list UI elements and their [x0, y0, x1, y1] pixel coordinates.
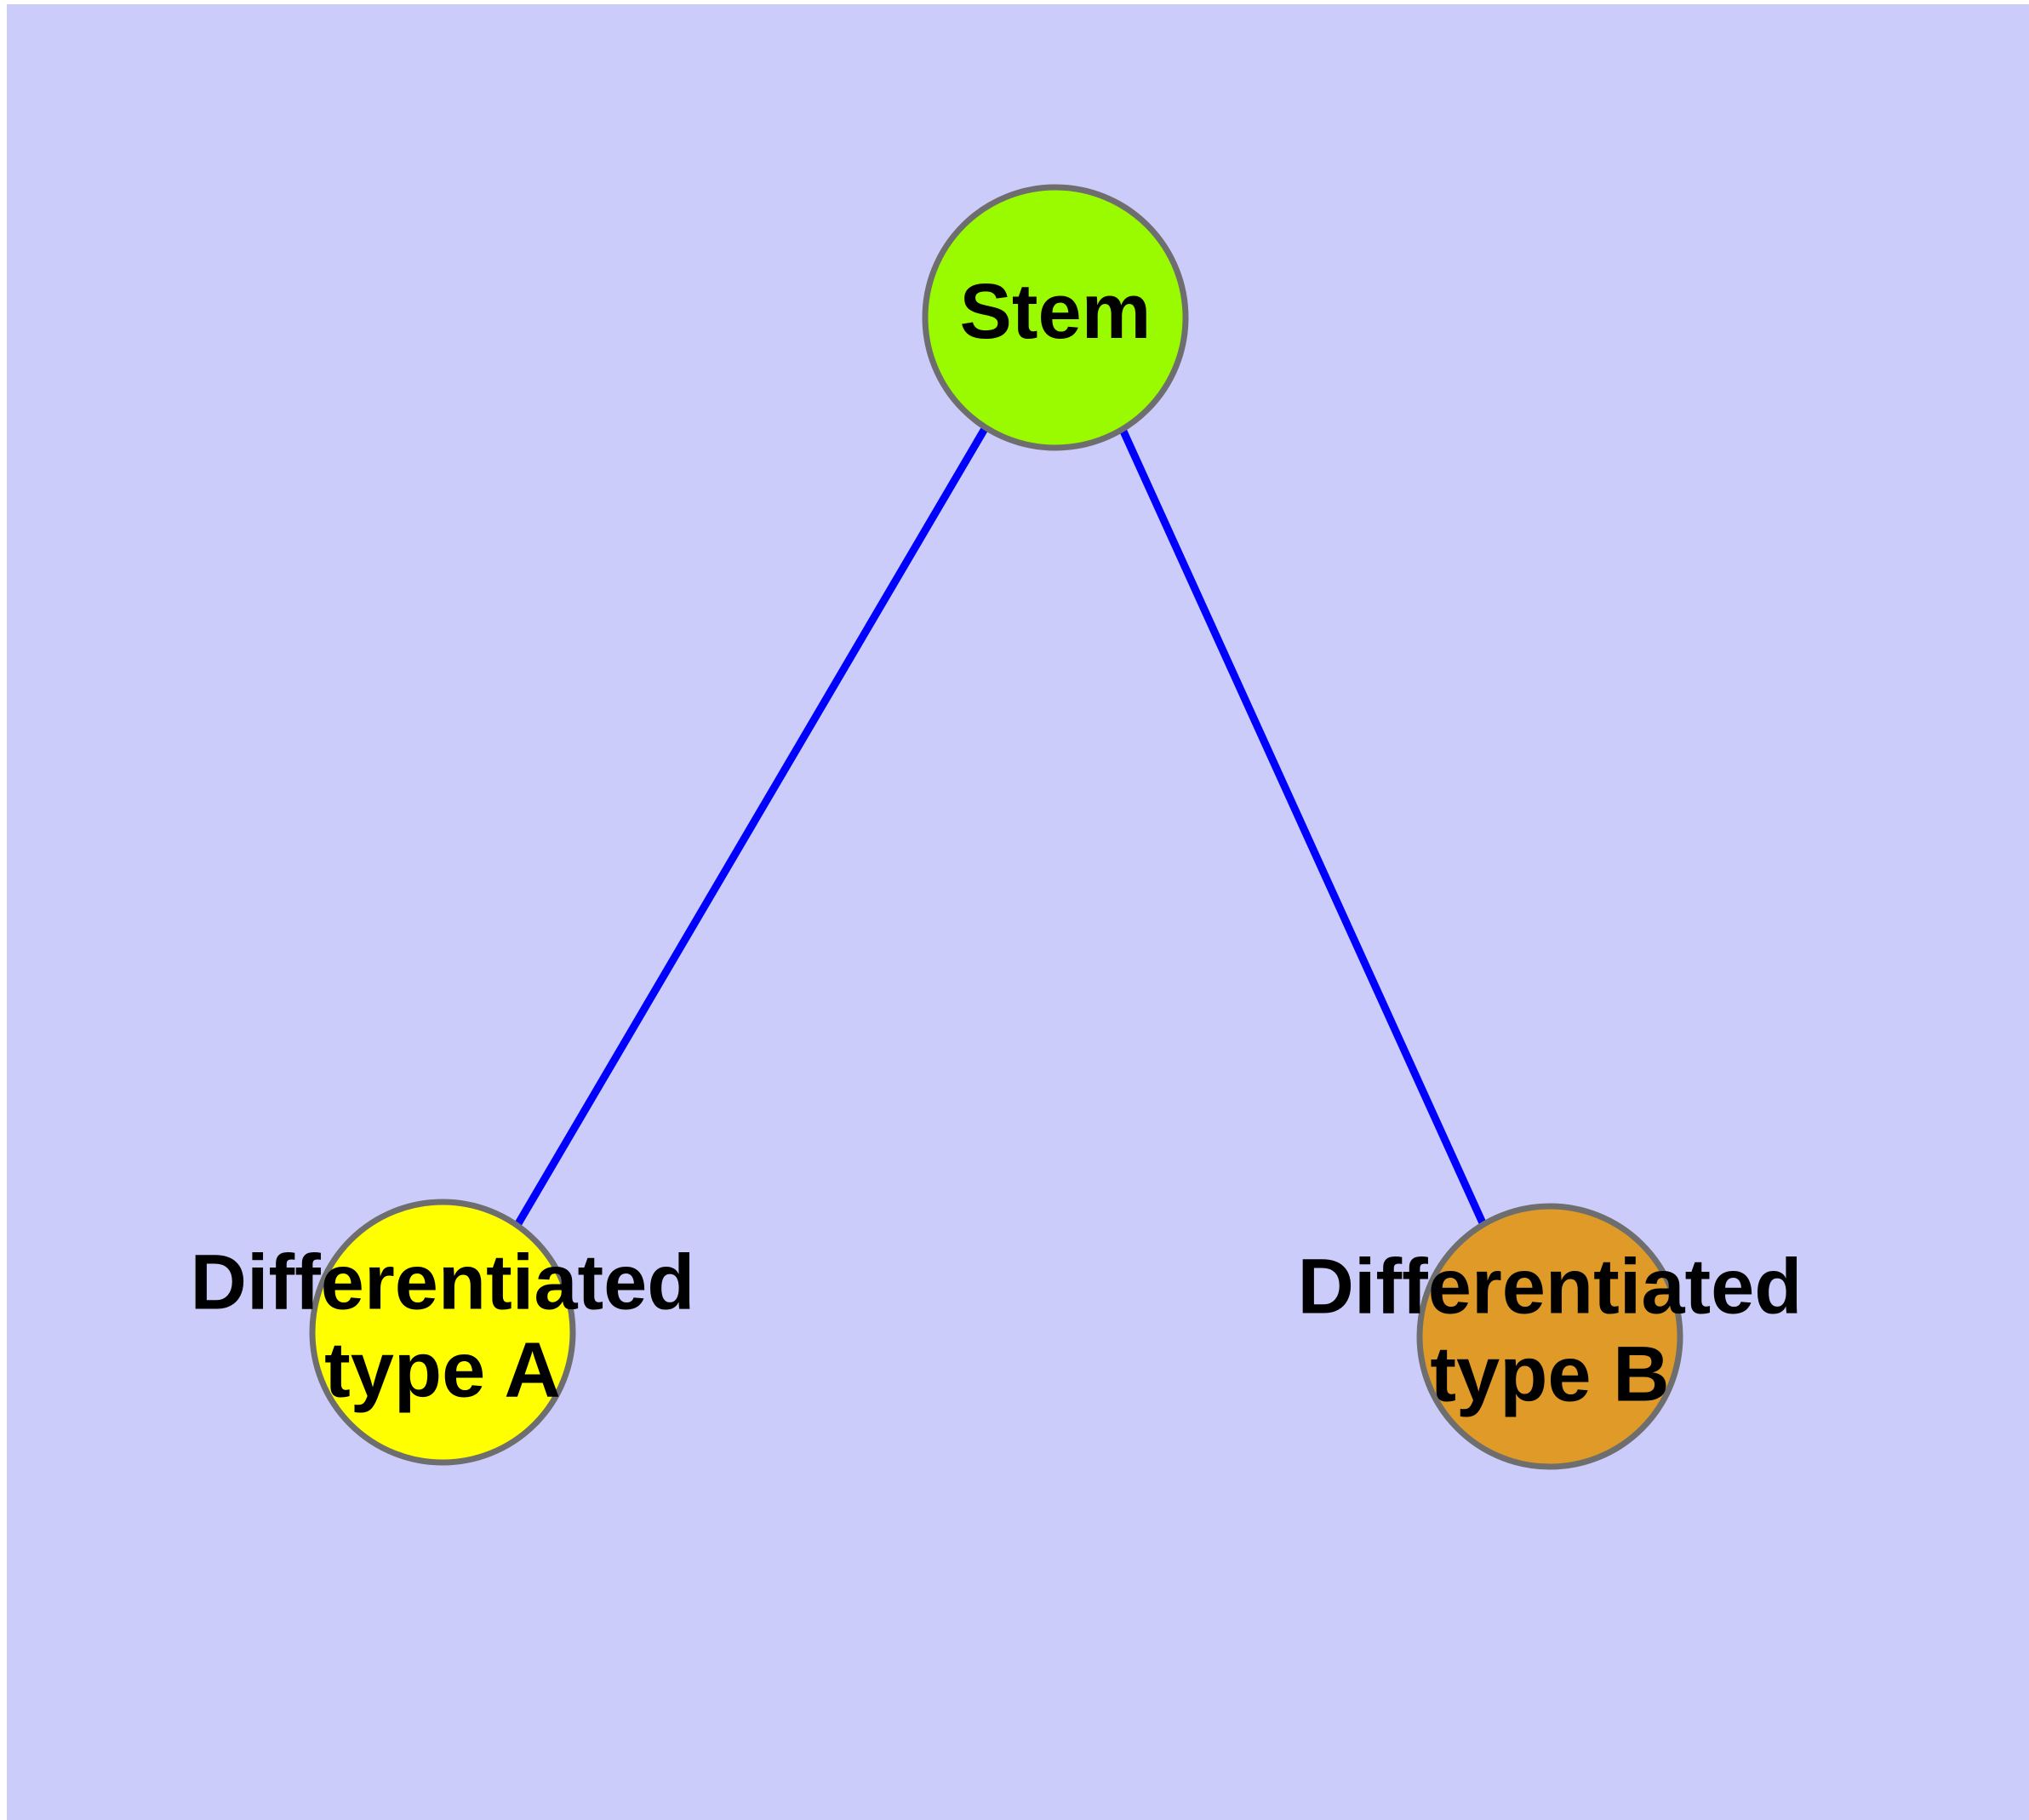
node-stem-label: Stem	[960, 268, 1152, 355]
edge-stem-to-differentiated-type-a[interactable]	[514, 425, 989, 1228]
edge-layer	[514, 424, 1489, 1228]
node-differentiated-type-b-circle[interactable]	[1416, 1203, 1683, 1470]
node-differentiated-type-a-circle[interactable]	[309, 1199, 576, 1466]
node-stem-circle[interactable]	[922, 184, 1189, 451]
node-stem[interactable]: Stem	[922, 184, 1189, 451]
edge-stem-to-differentiated-type-b[interactable]	[1117, 424, 1489, 1228]
